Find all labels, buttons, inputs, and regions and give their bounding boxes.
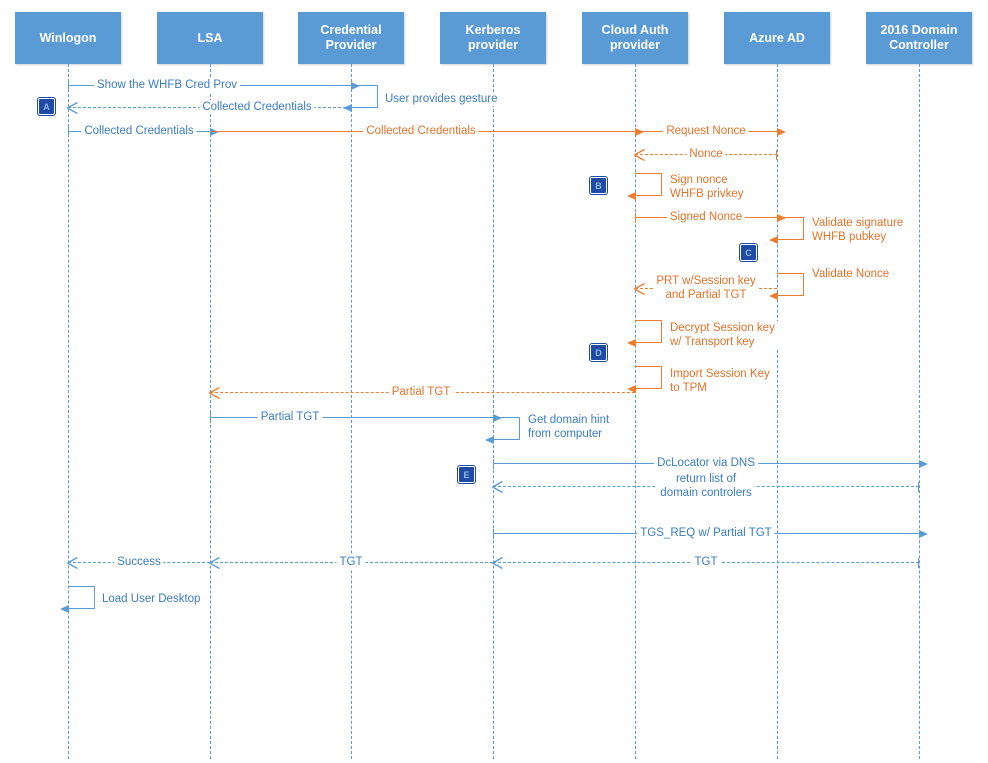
message-label-m18: DcLocator via DNS bbox=[654, 456, 758, 470]
lifeline-kerberos bbox=[493, 64, 494, 759]
self-loop-m13 bbox=[627, 320, 662, 347]
message-label-m05: Collected Credentials bbox=[363, 124, 479, 138]
actor-box-lsa[interactable]: LSA bbox=[157, 12, 263, 64]
origin-tick-m04 bbox=[68, 127, 69, 137]
step-badge-a[interactable]: A bbox=[38, 98, 55, 115]
message-label-m09: Signed Nonce bbox=[666, 210, 746, 224]
actor-label-kerberos: Kerberos provider bbox=[465, 23, 521, 52]
origin-tick-m20 bbox=[493, 529, 494, 539]
origin-tick-m01 bbox=[68, 81, 69, 91]
actor-label-winlogon: Winlogon bbox=[39, 30, 97, 45]
arrow-head-m20 bbox=[919, 529, 928, 538]
message-label-m02: Collected Credentials bbox=[199, 100, 315, 114]
message-label-m04: Collected Credentials bbox=[81, 124, 197, 138]
lifeline-winlogon bbox=[68, 64, 69, 759]
arrow-head-m11 bbox=[769, 291, 778, 300]
self-loop-m24 bbox=[60, 586, 95, 613]
actor-box-azuread[interactable]: Azure AD bbox=[724, 12, 830, 64]
message-label-m21: TGT bbox=[691, 555, 721, 569]
lifeline-azuread bbox=[777, 64, 778, 759]
step-badge-b[interactable]: B bbox=[590, 177, 607, 194]
actor-label-credprov: Credential Provider bbox=[320, 23, 382, 52]
message-label-m14: Import Session Key to TPM bbox=[667, 367, 773, 395]
arrow-head-m13 bbox=[627, 338, 636, 347]
message-label-m03: User provides gesture bbox=[382, 92, 501, 106]
self-loop-m17 bbox=[485, 417, 520, 444]
step-badge-label: E bbox=[463, 469, 470, 480]
step-badge-label: B bbox=[595, 180, 602, 191]
actor-box-kerberos[interactable]: Kerberos provider bbox=[440, 12, 546, 64]
message-label-m20: TGS_REQ w/ Partial TGT bbox=[637, 526, 775, 540]
self-loop-m03 bbox=[343, 85, 378, 112]
message-label-m06: Request Nonce bbox=[663, 124, 749, 138]
message-label-m08: Sign nonce WHFB privkey bbox=[667, 173, 747, 201]
step-badge-label: C bbox=[745, 247, 752, 258]
message-label-m16: Partial TGT bbox=[257, 410, 323, 424]
self-loop-m11 bbox=[769, 273, 804, 300]
arrow-head-open-m23 bbox=[67, 557, 78, 569]
actor-box-cloudauth[interactable]: Cloud Auth provider bbox=[582, 12, 688, 64]
message-label-m15: Partial TGT bbox=[388, 385, 454, 399]
message-label-m11: Validate Nonce bbox=[809, 267, 893, 281]
arrow-head-m06 bbox=[777, 127, 786, 136]
arrow-head-open-m07 bbox=[634, 149, 645, 161]
arrow-head-open-m12 bbox=[634, 283, 645, 295]
self-loop-m08 bbox=[627, 173, 662, 200]
step-badge-label: A bbox=[43, 101, 50, 112]
arrow-head-open-m21 bbox=[492, 557, 503, 569]
self-loop-m14 bbox=[627, 366, 662, 393]
message-label-m01: Show the WHFB Cred Prov bbox=[94, 78, 240, 92]
step-badge-d[interactable]: D bbox=[590, 344, 607, 361]
lifeline-lsa bbox=[210, 64, 211, 759]
lifeline-dc bbox=[919, 64, 920, 759]
actor-box-dc[interactable]: 2016 Domain Controller bbox=[866, 12, 972, 64]
arrow-head-m10 bbox=[769, 235, 778, 244]
arrow-head-open-m15 bbox=[209, 387, 220, 399]
actor-box-winlogon[interactable]: Winlogon bbox=[15, 12, 121, 64]
arrow-head-m08 bbox=[627, 191, 636, 200]
origin-tick-m21 bbox=[918, 558, 919, 568]
step-badge-c[interactable]: C bbox=[740, 244, 757, 261]
message-label-m13: Decrypt Session key w/ Transport key bbox=[667, 321, 778, 349]
arrow-head-m17 bbox=[485, 435, 494, 444]
origin-tick-m16 bbox=[210, 413, 211, 423]
message-label-m07: Nonce bbox=[686, 147, 726, 161]
actor-label-dc: 2016 Domain Controller bbox=[880, 23, 958, 52]
actor-label-cloudauth: Cloud Auth provider bbox=[601, 23, 669, 52]
actor-box-credprov[interactable]: Credential Provider bbox=[298, 12, 404, 64]
arrow-head-m14 bbox=[627, 384, 636, 393]
arrow-head-m24 bbox=[60, 604, 69, 613]
step-badge-e[interactable]: E bbox=[458, 466, 475, 483]
actor-label-azuread: Azure AD bbox=[749, 30, 805, 45]
lifeline-credprov bbox=[351, 64, 352, 759]
arrow-head-m18 bbox=[919, 459, 928, 468]
lifeline-cloudauth bbox=[635, 64, 636, 759]
origin-tick-m18 bbox=[493, 459, 494, 469]
message-label-m22: TGT bbox=[336, 555, 366, 569]
arrow-head-open-m22 bbox=[209, 557, 220, 569]
actor-label-lsa: LSA bbox=[197, 30, 223, 45]
origin-tick-m19 bbox=[918, 482, 919, 492]
self-loop-m10 bbox=[769, 217, 804, 244]
arrow-head-m03 bbox=[343, 103, 352, 112]
arrow-head-open-m02 bbox=[67, 102, 78, 114]
message-label-m23: Success bbox=[114, 555, 164, 569]
message-label-m17: Get domain hint from computer bbox=[525, 413, 613, 441]
step-badge-label: D bbox=[595, 347, 602, 358]
origin-tick-m09 bbox=[635, 213, 636, 223]
message-label-m10: Validate signature WHFB pubkey bbox=[809, 216, 907, 244]
message-label-m12: PRT w/Session key and Partial TGT bbox=[653, 274, 759, 302]
arrow-head-open-m19 bbox=[492, 481, 503, 493]
message-label-m19: return list of domain controlers bbox=[657, 472, 755, 500]
message-line-m16 bbox=[210, 413, 502, 423]
origin-tick-m07 bbox=[776, 150, 777, 160]
message-label-m24: Load User Desktop bbox=[99, 592, 204, 606]
